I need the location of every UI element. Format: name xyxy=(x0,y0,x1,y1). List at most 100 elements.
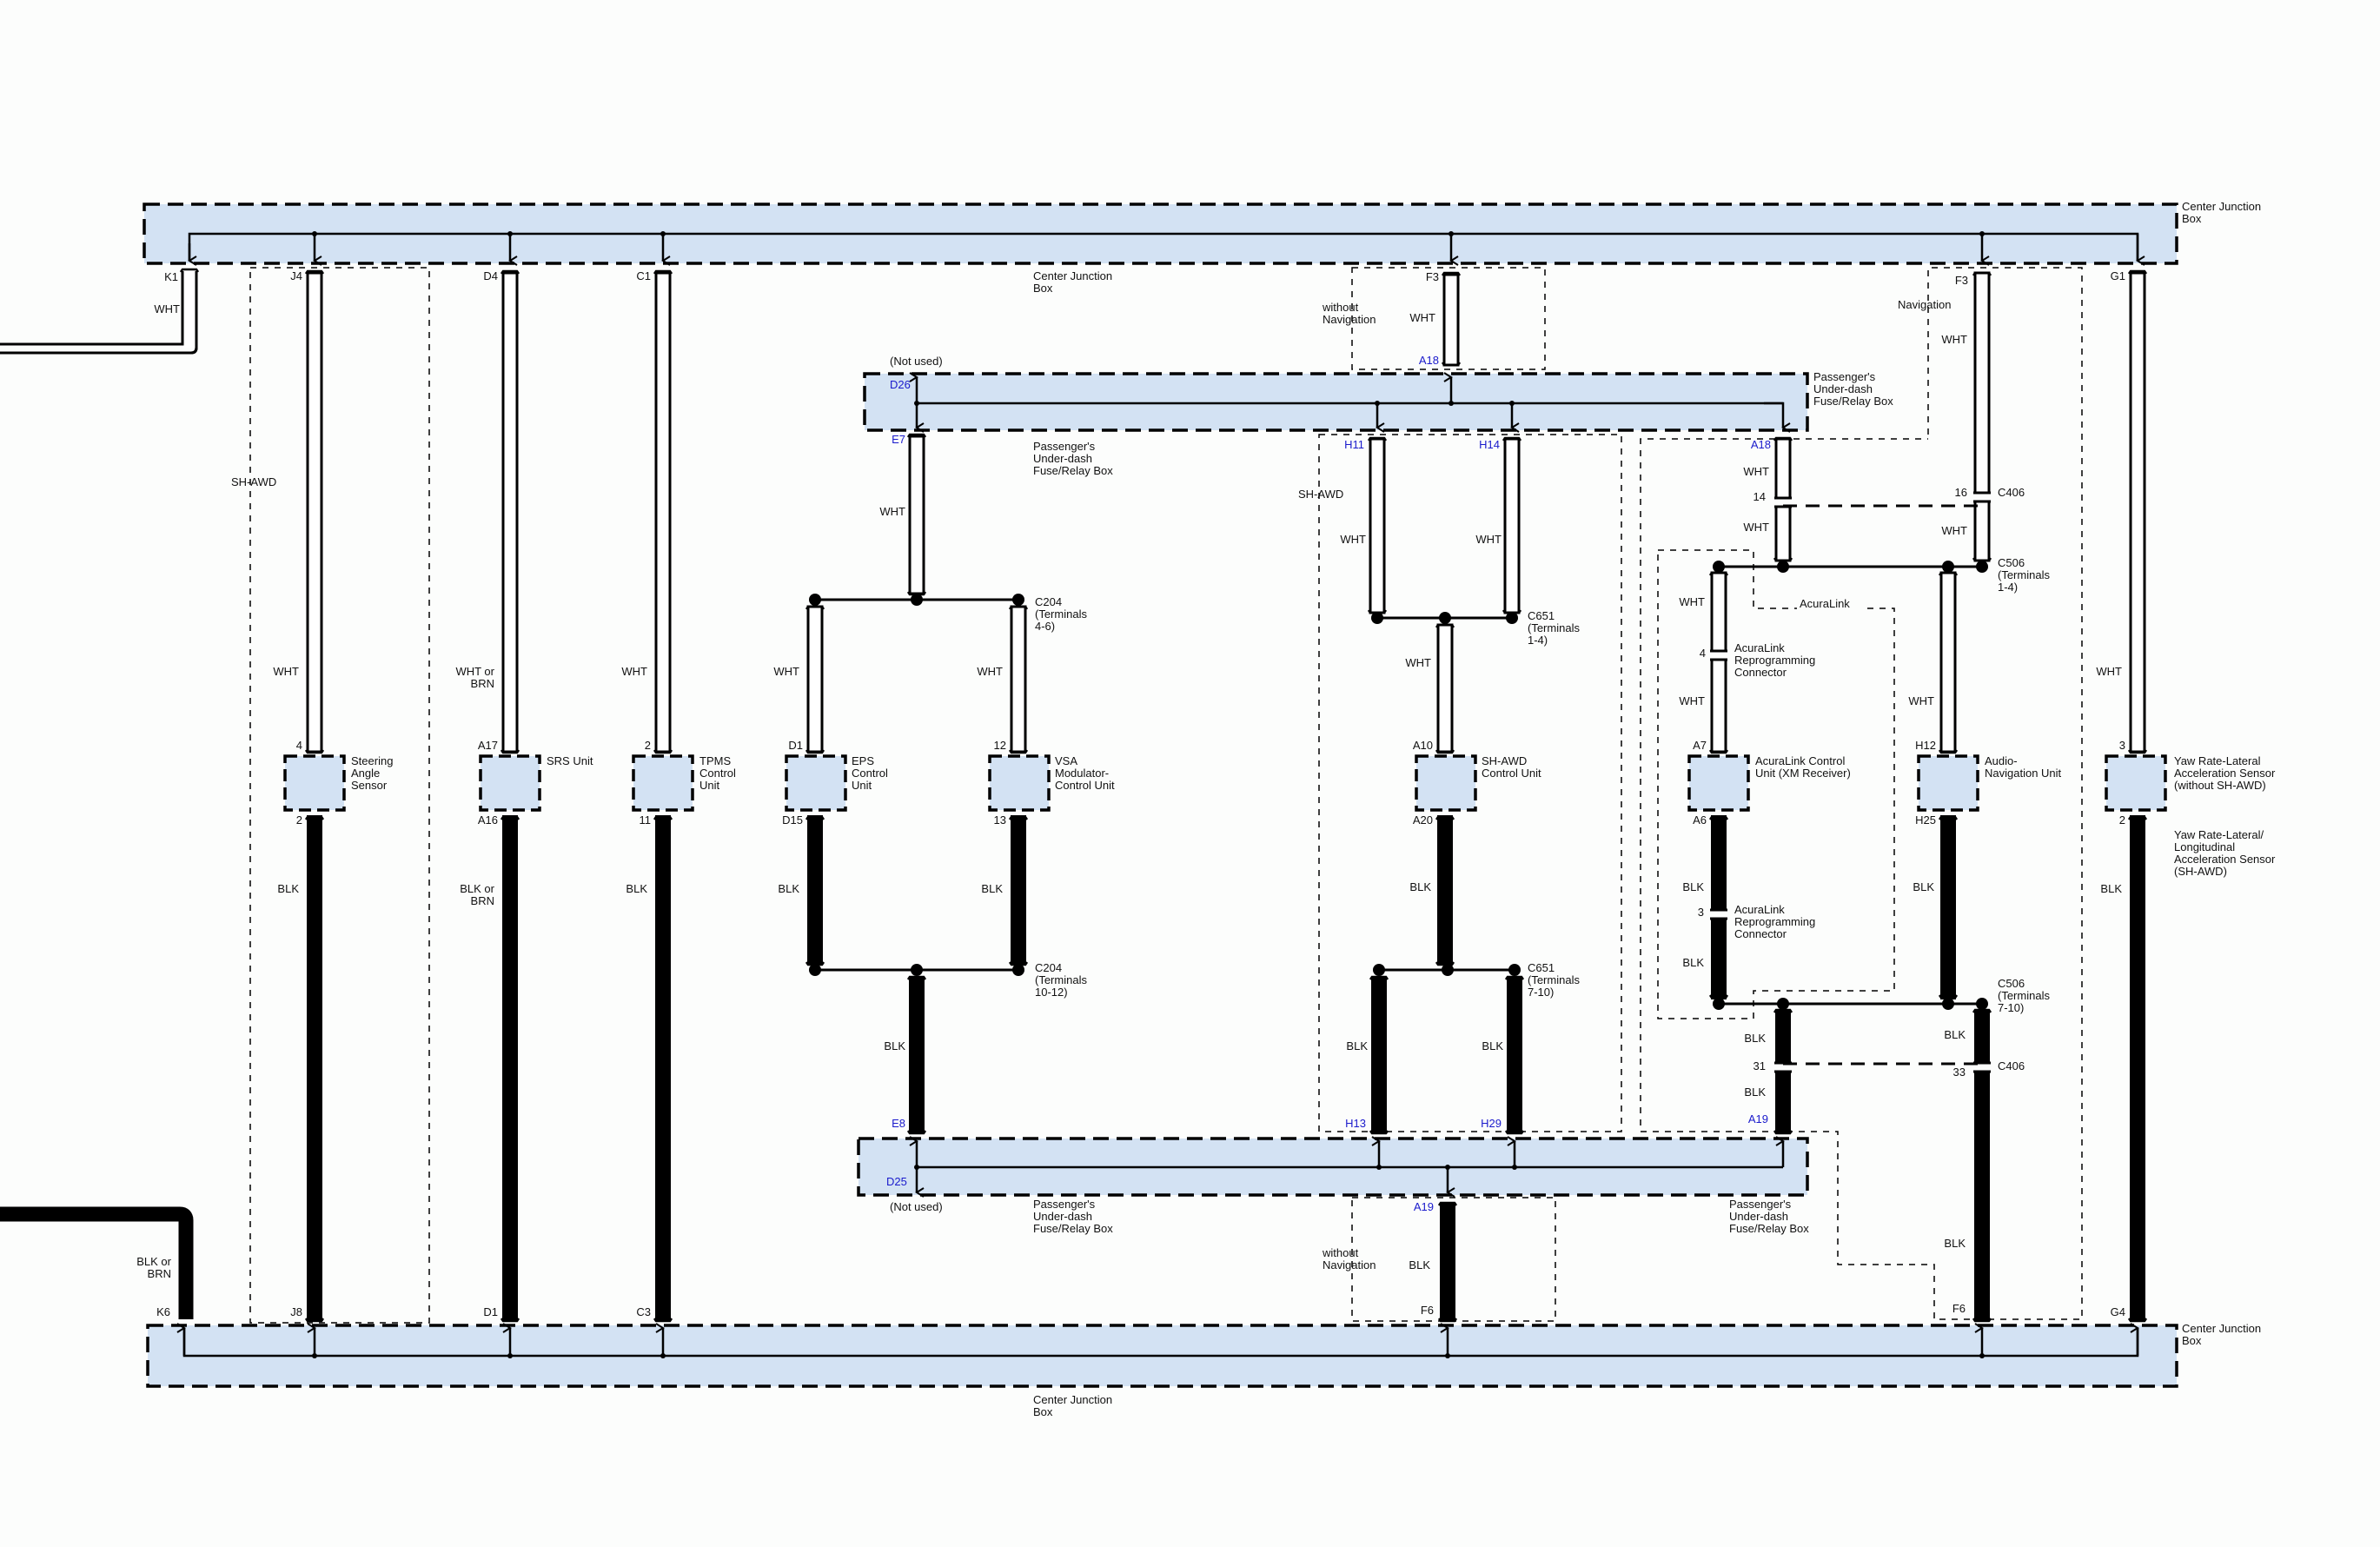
pin-cjb-top-steering: J4 xyxy=(290,269,302,282)
terminal-cap xyxy=(1773,436,1793,442)
pin-f6-right: F6 xyxy=(1952,1302,1966,1315)
wire-bottom-steering xyxy=(307,815,322,1321)
wire-bottom-eps xyxy=(807,815,823,965)
wire-color-bottom-steering: BLK xyxy=(277,882,299,895)
wire-color-top-steering: WHT xyxy=(273,665,299,678)
wire-color-h11: WHT xyxy=(1340,533,1366,546)
pin-f6-mid: F6 xyxy=(1421,1304,1434,1317)
terminal-cap xyxy=(653,749,673,754)
pin-k6: K6 xyxy=(156,1305,170,1318)
component-name-audionav: Audio-Navigation Unit xyxy=(1985,754,2062,780)
sh-awd-control-unit-box[interactable] xyxy=(1415,754,1477,812)
wire-bottom-tpms xyxy=(655,815,671,1321)
wire-color-bottom-yaw: BLK xyxy=(2100,882,2122,895)
pin-h14: H14 xyxy=(1479,438,1500,451)
terminal-cap xyxy=(2127,749,2148,754)
pin-top-yaw: 3 xyxy=(2119,739,2125,752)
sh-awd-mid-label: SH-AWD xyxy=(1298,488,1343,501)
yaw-rate-sensor-box[interactable] xyxy=(2105,754,2167,812)
wire-top-yaw xyxy=(2129,271,2146,754)
wire-h29 xyxy=(1507,977,1522,1134)
wire-color-h13: BLK xyxy=(1346,1039,1368,1052)
wire-top-vsa xyxy=(1010,605,1027,754)
wire-color-bottom-acuralink-2: BLK xyxy=(1682,956,1704,969)
pin-bottom-yaw: 2 xyxy=(2119,813,2125,827)
wire-bottom-shawd xyxy=(1437,815,1453,965)
wire-color-top-shawd: WHT xyxy=(1405,656,1431,669)
pin-cjb-bottom-srs: D1 xyxy=(483,1305,498,1318)
terminal-cap xyxy=(1502,436,1522,442)
terminal-cap xyxy=(1938,749,1959,754)
terminal-cap xyxy=(1441,271,1462,276)
wire-color-f3-right-1: WHT xyxy=(1941,333,1967,346)
pin-cjb-bottom-yaw: G4 xyxy=(2111,1305,2125,1318)
terminal-cap xyxy=(805,749,825,754)
sh-awd-mid-region xyxy=(1318,434,1622,1132)
pin-f3-right: F3 xyxy=(1955,274,1968,287)
tpms-control-unit-box[interactable] xyxy=(632,754,694,812)
wire-color-bottom-audionav: BLK xyxy=(1913,880,1934,893)
pin-c406-14: 14 xyxy=(1754,490,1766,503)
pin-a19-mid: A19 xyxy=(1414,1200,1434,1213)
wire-color-top-vsa: WHT xyxy=(977,665,1003,678)
pin-e7: E7 xyxy=(892,433,905,446)
connector-c406-top: C406 xyxy=(1998,486,2025,499)
wire-color-h14: WHT xyxy=(1475,533,1502,546)
pin-c406-31: 31 xyxy=(1754,1059,1766,1072)
terminal-cap xyxy=(500,269,520,275)
wire-color-top-eps: WHT xyxy=(773,665,799,678)
terminal-cap xyxy=(653,269,673,275)
wire-top-tpms xyxy=(654,271,672,754)
terminal-cap xyxy=(1435,623,1455,628)
pin-h13: H13 xyxy=(1345,1117,1366,1130)
acuralink-control-unit-box[interactable] xyxy=(1687,754,1750,812)
wire-color-bottom-tpms: BLK xyxy=(626,882,647,895)
navigation-label: Navigation xyxy=(1898,298,1951,311)
wire-color-k1: WHT xyxy=(154,302,180,315)
pin-h11: H11 xyxy=(1344,438,1364,451)
audio-navigation-unit-box[interactable] xyxy=(1917,754,1979,812)
terminal-cap xyxy=(906,433,927,438)
bus-junction-dots xyxy=(312,231,1985,1358)
pud-lower-not-used: (Not used) xyxy=(890,1200,943,1213)
pin-c406-33: 33 xyxy=(1953,1066,1966,1079)
wire-h11 xyxy=(1369,437,1386,614)
terminal-cap xyxy=(1441,362,1462,367)
terminal-cap xyxy=(304,269,325,275)
wire-color-f6-right: BLK xyxy=(1944,1237,1966,1250)
steering-angle-sensor-box[interactable] xyxy=(283,754,346,812)
wire-color-top-acuralink-1: WHT xyxy=(1679,595,1705,608)
wire-color-e8: BLK xyxy=(884,1039,905,1052)
wire-color-a19-2: BLK xyxy=(1744,1086,1766,1099)
pin-bottom-vsa: 13 xyxy=(994,813,1006,827)
srs-unit-box[interactable] xyxy=(479,754,541,812)
wire-color-top-yaw: WHT xyxy=(2096,665,2122,678)
vsa-modulator-control-unit-box[interactable] xyxy=(988,754,1051,812)
wire-bottom-acuralink xyxy=(1711,815,1727,999)
k6-wire xyxy=(0,1206,194,1319)
internal-buses xyxy=(176,232,2145,1358)
pin-cjb-top-srs: D4 xyxy=(483,269,498,282)
wire-color-bottom-shawd: BLK xyxy=(1409,880,1431,893)
wire-color-top-tpms: WHT xyxy=(621,665,647,678)
terminal-cap xyxy=(805,605,825,610)
wire-color-f3-mid: WHT xyxy=(1409,311,1435,324)
wire-bottom-audionav xyxy=(1940,815,1956,999)
wire-bottom-vsa xyxy=(1011,815,1026,965)
pin-top-shawd: A10 xyxy=(1413,739,1433,752)
wire-top-steering xyxy=(306,271,323,754)
wire-color-a19-1: BLK xyxy=(1744,1032,1766,1045)
eps-control-unit-box[interactable] xyxy=(785,754,847,812)
